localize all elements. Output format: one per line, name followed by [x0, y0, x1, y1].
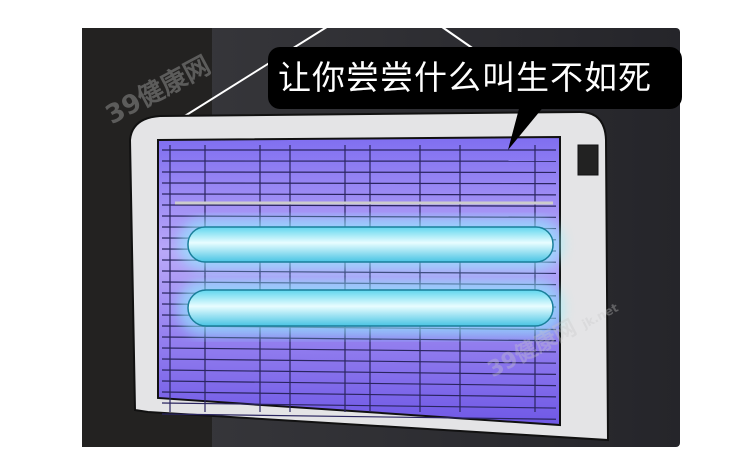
uv-tube-bottom [178, 280, 563, 336]
grid-wire [161, 347, 557, 353]
grid-wire [161, 336, 557, 342]
grid-wire [161, 358, 557, 364]
speech-bubble [268, 47, 682, 150]
speech-bubble-text: 让你尝尝什么叫生不如死 [278, 58, 652, 97]
grid-wire [161, 182, 557, 185]
grid-wire [161, 193, 557, 196]
uv-tube-top [178, 218, 563, 270]
grid-wire [161, 369, 557, 375]
grid-wire [161, 270, 557, 275]
grid-wire [161, 402, 557, 409]
grid-wire [161, 391, 557, 398]
hanging-wires [171, 19, 479, 125]
grid-wire [161, 380, 557, 387]
grid-wire [161, 215, 557, 218]
grid-wire [161, 204, 557, 207]
grid-wire [161, 413, 557, 420]
